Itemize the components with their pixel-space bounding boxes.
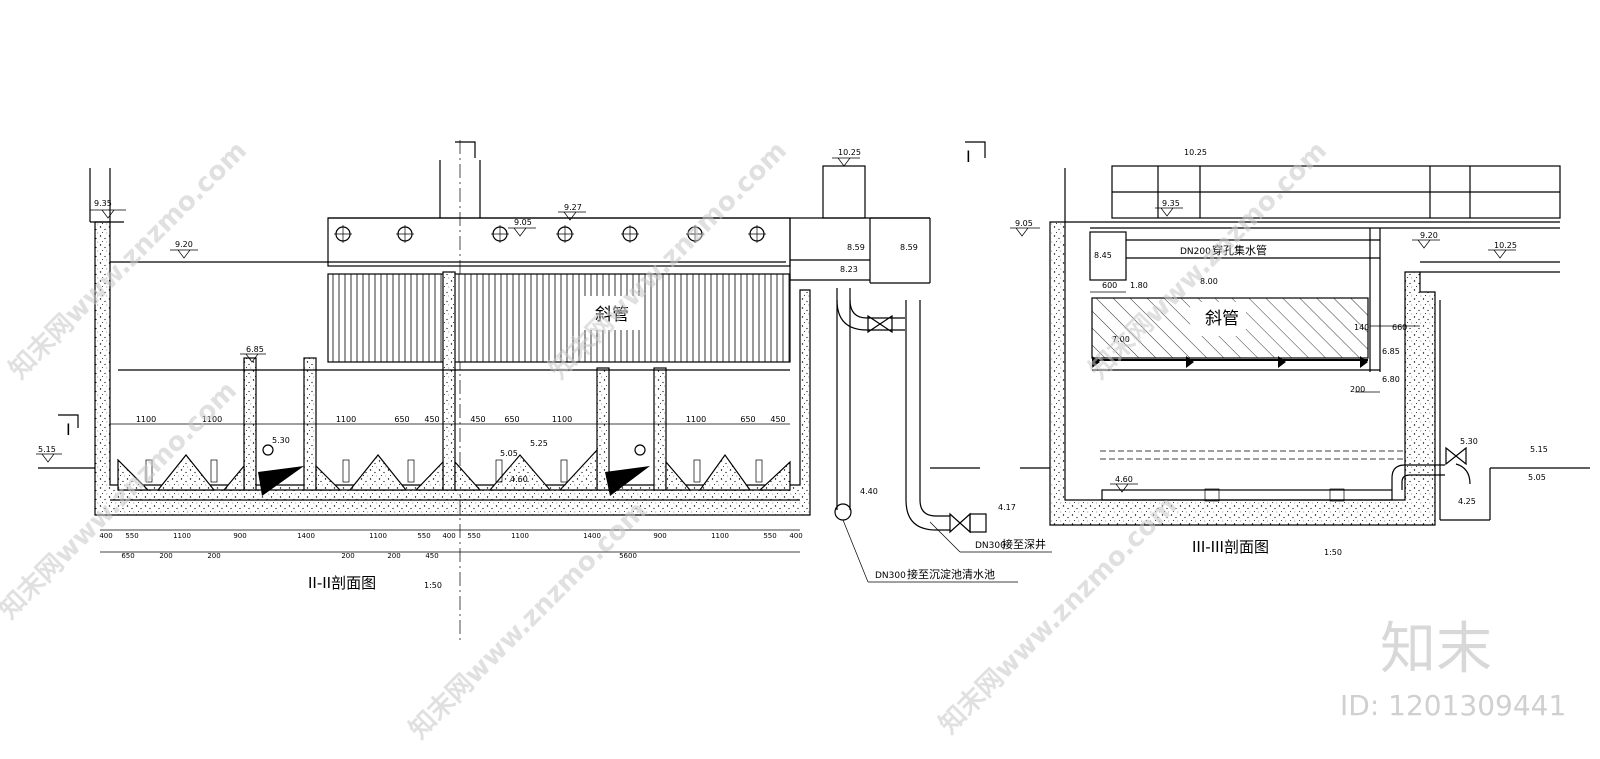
elev-iii-3: 9.20: [1420, 231, 1438, 240]
dim-b1-3: 900: [233, 532, 246, 540]
elev-iii-15: 4.25: [1458, 497, 1476, 506]
elev-ii-5: 8.59: [847, 243, 865, 252]
elev-iii-7: 8.00: [1200, 277, 1218, 286]
section-mark-iii: I: [966, 147, 971, 166]
dim-b2-0: 650: [121, 552, 134, 560]
dim-b2-2: 200: [207, 552, 220, 560]
elev-iii-0: 10.25: [1184, 148, 1207, 157]
dim-b2-4: 200: [387, 552, 400, 560]
elev-ii-15: 4.17: [998, 503, 1016, 512]
elev-iii-1: 9.35: [1162, 199, 1180, 208]
dim-b2-5: 450: [425, 552, 438, 560]
elev-iii-10: 6.80: [1382, 375, 1400, 384]
dim-b1-13: 550: [763, 532, 776, 540]
dim-top-9: 650: [740, 415, 755, 424]
dim-top-3: 650: [394, 415, 409, 424]
dim-iii-1: 660: [1392, 323, 1407, 332]
dim-b1-14: 400: [789, 532, 802, 540]
pipe-iii-text: 穿孔集水管: [1212, 243, 1267, 257]
dim-top-5: 450: [470, 415, 485, 424]
elev-ii-14: 4.40: [860, 487, 878, 496]
outlet-pipes: [834, 288, 987, 534]
dim-top-0: 1100: [136, 415, 156, 424]
dim-top-1: 1100: [202, 415, 222, 424]
elev-iii-14: 4.60: [1115, 475, 1133, 484]
pipe-note-1-text: 接至沉淀池清水池: [907, 567, 995, 581]
pipe-iii-size: DN200: [1180, 247, 1211, 257]
dim-b1-9: 1100: [511, 532, 529, 540]
dim-b1-4: 1400: [297, 532, 315, 540]
pipe-note-0-size: DN300: [975, 541, 1006, 551]
dim-b2-6: 5600: [619, 552, 637, 560]
elev-iii-9: 6.85: [1382, 347, 1400, 356]
inclined-tube-block-ii: [327, 273, 791, 363]
elev-ii-1: 9.20: [175, 240, 193, 249]
dim-b1-5: 1100: [369, 532, 387, 540]
dim-b1-6: 550: [417, 532, 430, 540]
dim-b1-10: 1400: [583, 532, 601, 540]
wm-brand: 知末: [1380, 617, 1492, 682]
wm-id: ID: 1201309441: [1340, 689, 1566, 722]
dim-top-2: 1100: [336, 415, 356, 424]
annotation-text: 斜管 斜管 II-II剖面图 1:50 III-III剖面图 1:50 I I …: [38, 147, 1548, 592]
wm-diag-0: 知末网www.znzmo.com: [4, 136, 253, 385]
elev-ii-11: 5.05: [500, 449, 518, 458]
dim-b1-8: 550: [467, 532, 480, 540]
section-iii-scale: 1:50: [1324, 548, 1342, 557]
elev-ii-8: 6.85: [246, 345, 264, 354]
dim-top-6: 650: [504, 415, 519, 424]
elev-ii-3: 9.27: [564, 203, 582, 212]
elev-iii-13: 5.05: [1528, 473, 1546, 482]
sludge-hoppers: [117, 448, 791, 496]
elev-iii-5: 8.45: [1094, 251, 1112, 260]
dim-iii-2: 140: [1354, 323, 1369, 332]
tube-label-ii: 斜管: [595, 305, 629, 325]
section-mark-ii: I: [66, 420, 71, 439]
section-ii-scale: 1:50: [424, 581, 442, 590]
elev-ii-12: 4.60: [510, 475, 528, 484]
dim-iii-0: 600: [1102, 281, 1117, 290]
orifice-row: [334, 225, 766, 243]
elev-iii-4: 10.25: [1494, 241, 1517, 250]
elev-ii-9: 5.30: [272, 436, 290, 445]
elev-ii-10: 5.25: [530, 439, 548, 448]
section-iii-title: III-III剖面图: [1192, 538, 1269, 556]
hopper-valves: [145, 444, 763, 483]
dim-top-10: 450: [770, 415, 785, 424]
dim-b1-2: 1100: [173, 532, 191, 540]
dim-top-4: 450: [424, 415, 439, 424]
elev-iii-2: 9.05: [1015, 219, 1033, 228]
elev-ii-6: 8.59: [900, 243, 918, 252]
elev-ii-0: 9.35: [94, 199, 112, 208]
elev-ii-7: 8.23: [840, 265, 858, 274]
pipe-note-1-size: DN300: [875, 571, 906, 581]
dim-b1-12: 1100: [711, 532, 729, 540]
tube-label-iii: 斜管: [1205, 309, 1239, 329]
section-ii-title: II-II剖面图: [308, 574, 376, 592]
watermarks: 知末网www.znzmo.com 知末网www.znzmo.com 知末网www…: [0, 136, 1566, 745]
dim-b1-0: 400: [99, 532, 112, 540]
elevation-markers: [36, 157, 1516, 493]
pipe-note-0-text: 接至深井: [1002, 537, 1046, 551]
elev-ii-13: 5.15: [38, 445, 56, 454]
section-iii-drawing: [1020, 165, 1590, 526]
elev-iii-11: 5.30: [1460, 437, 1478, 446]
elev-ii-4: 10.25: [838, 148, 861, 157]
dim-b2-3: 200: [341, 552, 354, 560]
section-ii-drawing: [38, 140, 987, 640]
wm-diag-5: 知末网www.znzmo.com: [934, 491, 1183, 740]
dim-iii-3: 200: [1350, 385, 1365, 394]
dim-b1-1: 550: [125, 532, 138, 540]
elev-iii-6: 1.80: [1130, 281, 1148, 290]
dim-top-8: 1100: [686, 415, 706, 424]
support-brackets: [1092, 356, 1368, 368]
elev-iii-12: 5.15: [1530, 445, 1548, 454]
elev-iii-8: 7.00: [1112, 335, 1130, 344]
elev-ii-2: 9.05: [514, 218, 532, 227]
dim-b1-7: 400: [442, 532, 455, 540]
dim-b1-11: 900: [653, 532, 666, 540]
dim-b2-1: 200: [159, 552, 172, 560]
dim-top-7: 1100: [552, 415, 572, 424]
